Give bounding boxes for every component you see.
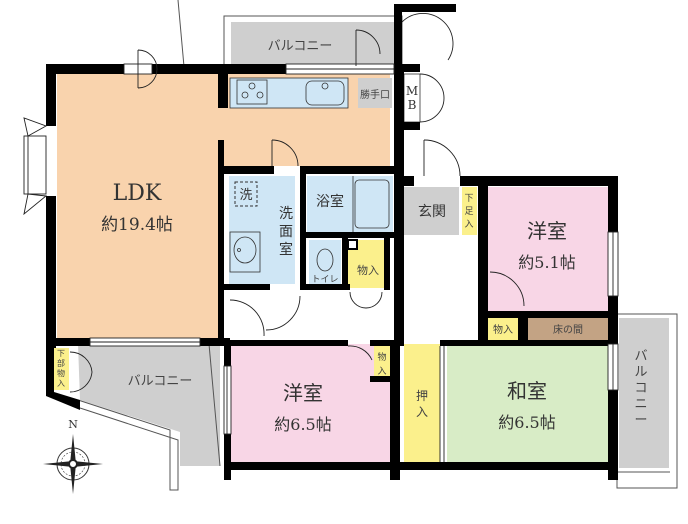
svg-text:ニ: ニ: [634, 397, 647, 412]
room-western-1: [488, 187, 608, 311]
room-entrance: [404, 187, 459, 235]
service-door-area: [358, 78, 392, 108]
svg-text:ル: ル: [634, 365, 647, 380]
western-1-size: 約5.1帖: [518, 253, 575, 272]
svg-text:入: 入: [377, 366, 386, 377]
storage-western-1-label: 物入: [493, 323, 513, 336]
service-door-label: 勝手口: [360, 88, 390, 101]
svg-text:B: B: [408, 98, 417, 112]
oshiire: [404, 344, 440, 462]
bathroom-label: 浴室: [316, 193, 344, 210]
japanese-name: 和室: [507, 379, 547, 403]
compass-north-label: N: [68, 418, 78, 431]
bathtub-icon: [354, 179, 390, 229]
svg-text:押: 押: [416, 389, 428, 403]
balcony-top: バルコニー: [223, 15, 403, 67]
balcony-top-label: バルコニー: [268, 39, 333, 54]
svg-text:面: 面: [279, 224, 293, 240]
svg-text:入: 入: [57, 379, 65, 388]
svg-text:洗: 洗: [279, 206, 293, 222]
washer-label: 洗: [239, 188, 252, 203]
washbasin-icon: [229, 231, 261, 273]
shoe-storage: [462, 187, 477, 235]
svg-text:ー: ー: [634, 413, 647, 428]
balcony-left-label: バルコニー: [128, 374, 193, 389]
western-1-name: 洋室: [527, 219, 567, 243]
balcony-right: バ ル コ ニ ー: [616, 313, 678, 489]
svg-text:バ: バ: [634, 349, 647, 364]
svg-text:物: 物: [377, 351, 386, 363]
walls: [46, 4, 618, 480]
svg-text:M: M: [406, 84, 418, 98]
western-2-size: 約6.5帖: [274, 415, 331, 434]
svg-text:入: 入: [464, 219, 473, 230]
kitchen-counter: [229, 77, 349, 109]
stove-icon: [236, 79, 268, 105]
room-bathroom: [307, 176, 393, 232]
japanese-size: 約6.5帖: [498, 413, 555, 432]
svg-text:物: 物: [57, 368, 65, 378]
svg-text:入: 入: [416, 405, 428, 419]
doors-windows: [23, 13, 619, 462]
lower-storage: [54, 348, 69, 390]
tokonoma-label: 床の間: [553, 323, 583, 336]
room-toilet: [309, 240, 341, 286]
svg-text:下: 下: [464, 194, 473, 204]
svg-text:室: 室: [279, 241, 293, 258]
entrance-label: 玄関: [418, 203, 446, 220]
room-ldk: [57, 74, 390, 338]
balcony-left: バルコニー: [77, 0, 221, 491]
room-washroom: [229, 176, 295, 284]
svg-text:下: 下: [57, 349, 65, 358]
svg-text:足: 足: [464, 206, 473, 217]
toilet-label: トイレ: [311, 275, 338, 285]
storage-western-2: [374, 346, 390, 380]
ldk-name: LDK: [113, 181, 162, 206]
svg-text:部: 部: [57, 358, 65, 368]
room-japanese: [447, 344, 608, 462]
toilet-icon: [316, 248, 334, 272]
compass-icon: N: [43, 418, 103, 494]
ldk-size: 約19.4帖: [101, 215, 173, 235]
storage-hall-label: 物入: [357, 263, 379, 277]
storage-western-1: [488, 318, 518, 340]
washer-space-icon: [234, 181, 258, 207]
svg-text:コ: コ: [634, 381, 647, 396]
western-2-name: 洋室: [283, 381, 323, 405]
sink-icon: [305, 80, 345, 106]
room-western-2: [231, 344, 395, 462]
tokonoma: [528, 318, 608, 340]
